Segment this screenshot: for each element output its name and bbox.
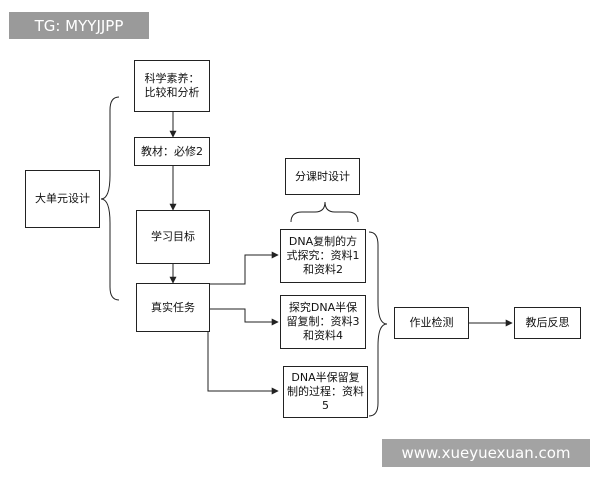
node-learning-goals: 学习目标 — [136, 210, 210, 264]
node-scientific-literacy: 科学素养： 比较和分析 — [134, 60, 210, 112]
node-textbook: 教材：必修2 — [134, 137, 210, 166]
node-lesson-3: DNA半保留复制的过程：资料5 — [283, 366, 368, 418]
node-teaching-reflection: 教后反思 — [514, 307, 581, 339]
node-homework-check: 作业检测 — [394, 307, 469, 339]
left-brace — [100, 96, 120, 301]
edge-tasks-lesson3 — [207, 332, 279, 395]
node-lesson-1: DNA复制的方式探究：资料1和资料2 — [280, 229, 366, 283]
top-brace — [290, 201, 359, 223]
node-lesson-design: 分课时设计 — [285, 158, 360, 195]
node-real-tasks: 真实任务 — [136, 283, 210, 332]
edge-tasks-lesson1 — [210, 251, 279, 285]
watermark-top-left: TG: MYYJJPP — [9, 12, 149, 39]
node-big-unit-design: 大单元设计 — [25, 170, 100, 228]
watermark-bottom-right: www.xueyuexuan.com — [382, 439, 590, 467]
node-lesson-2: 探究DNA半保留复制：资料3和资料4 — [280, 295, 366, 349]
edge-tasks-lesson2 — [210, 308, 279, 326]
right-brace — [368, 231, 388, 417]
